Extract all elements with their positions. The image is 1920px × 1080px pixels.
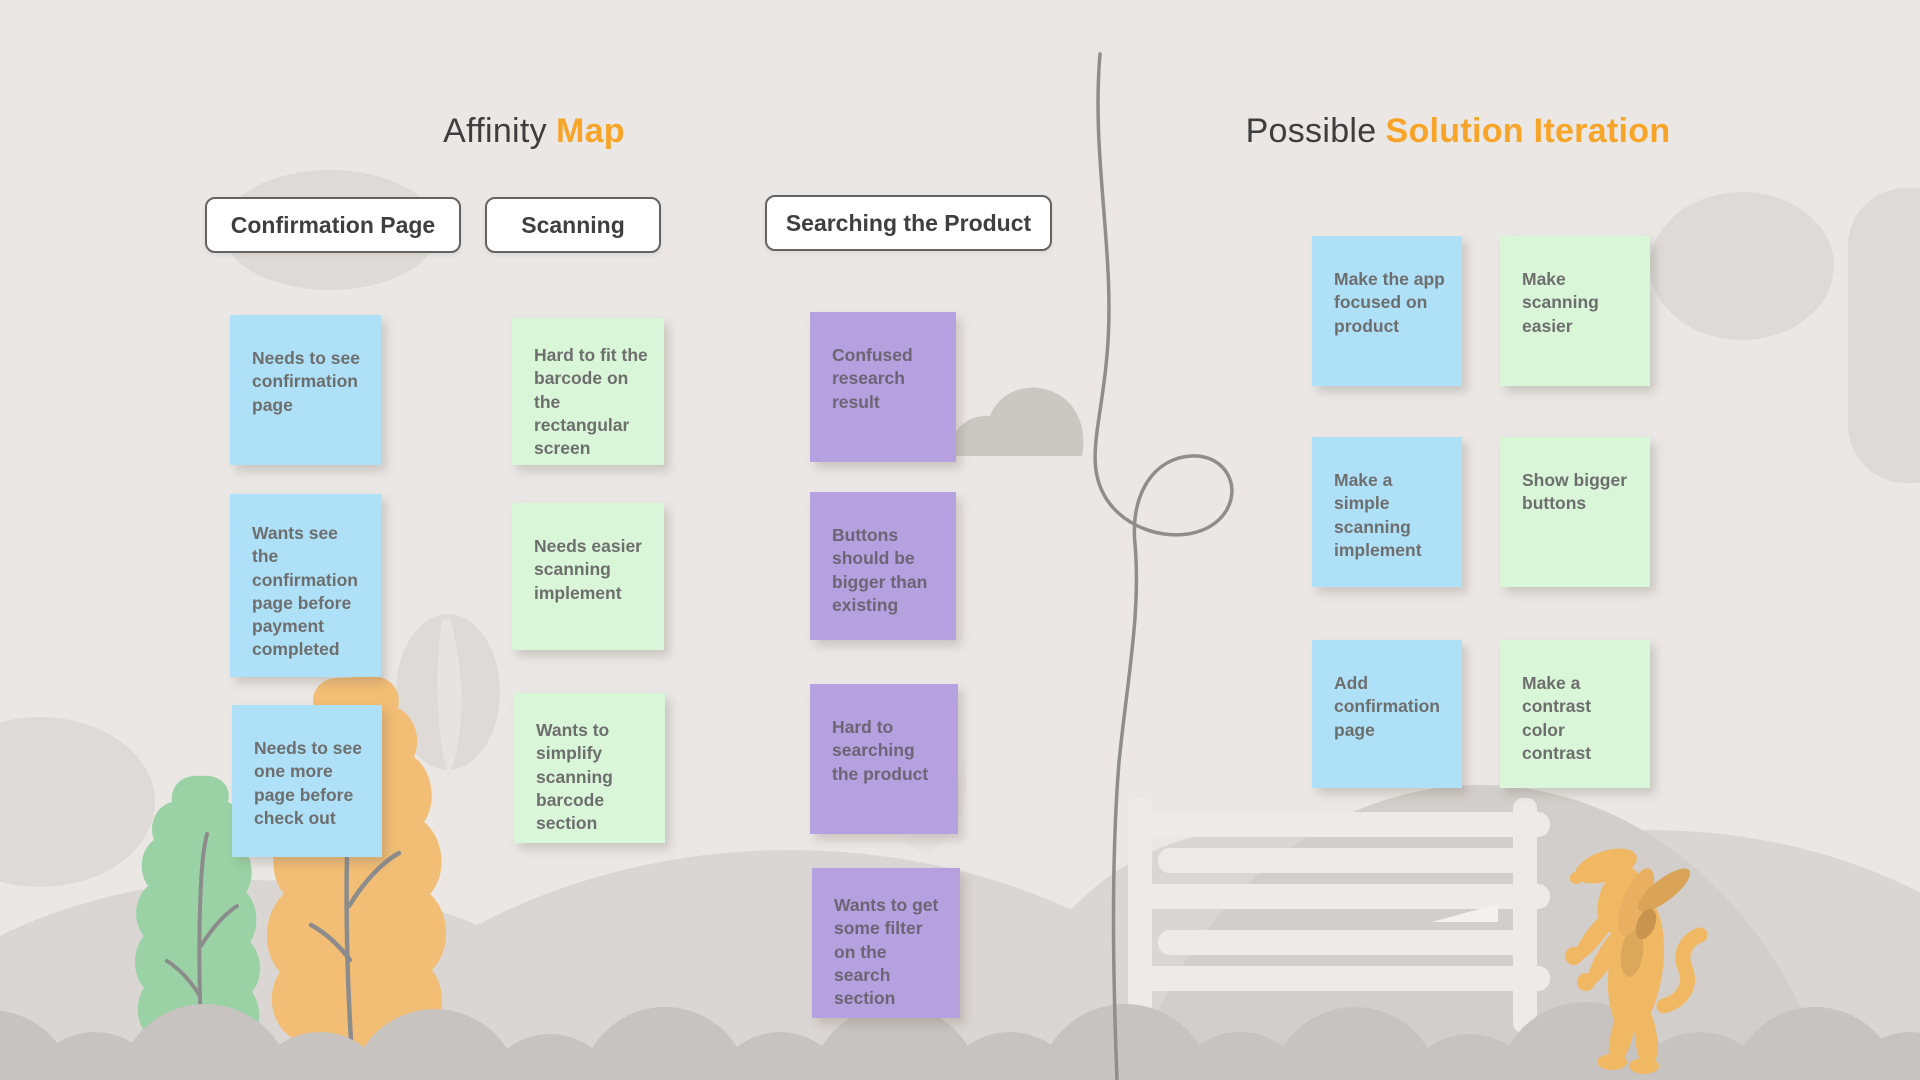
bush-icon (0, 1002, 1920, 1080)
sticky-note[interactable]: Confused research result (810, 312, 956, 462)
sticky-note[interactable]: Needs to see confirmation page (230, 315, 381, 465)
sticky-note[interactable]: Wants to get some filter on the search s… (812, 868, 960, 1018)
sticky-note[interactable]: Wants see the confirmation page before p… (230, 494, 381, 677)
title-highlight: Map (555, 112, 625, 150)
sticky-note[interactable]: Hard to searching the product (810, 684, 958, 834)
sticky-note[interactable]: Buttons should be bigger than existing (810, 492, 956, 640)
title-highlight: Solution Iteration (1385, 112, 1671, 150)
squiggle-divider (1093, 52, 1234, 1080)
sticky-note[interactable]: Needs to see one more page before check … (232, 705, 382, 857)
title-prefix: Affinity (443, 112, 547, 150)
category-header-scanning[interactable]: Scanning (485, 197, 661, 253)
title-prefix: Possible (1245, 112, 1377, 150)
cloud-icon (949, 387, 1084, 456)
bench-icon (1128, 798, 1550, 1033)
sticky-note[interactable]: Make scanning easier (1500, 236, 1650, 386)
sticky-note[interactable]: Make the app focused on product (1312, 236, 1462, 386)
sticky-note[interactable]: Make a contrast color contrast (1500, 640, 1650, 788)
sticky-note[interactable]: Make a simple scanning implement (1312, 437, 1462, 587)
sticky-note[interactable]: Add confirmation page (1312, 640, 1462, 788)
sticky-note[interactable]: Hard to fit the barcode on the rectangul… (512, 318, 664, 465)
sticky-note[interactable]: Wants to simplify scanning barcode secti… (514, 693, 665, 843)
sticky-note[interactable]: Show bigger buttons (1500, 437, 1650, 587)
sticky-note[interactable]: Needs easier scanning implement (512, 503, 664, 650)
category-header-searching-the-product[interactable]: Searching the Product (765, 195, 1052, 251)
dog-icon (1565, 848, 1708, 1074)
category-header-confirmation-page[interactable]: Confirmation Page (205, 197, 461, 253)
